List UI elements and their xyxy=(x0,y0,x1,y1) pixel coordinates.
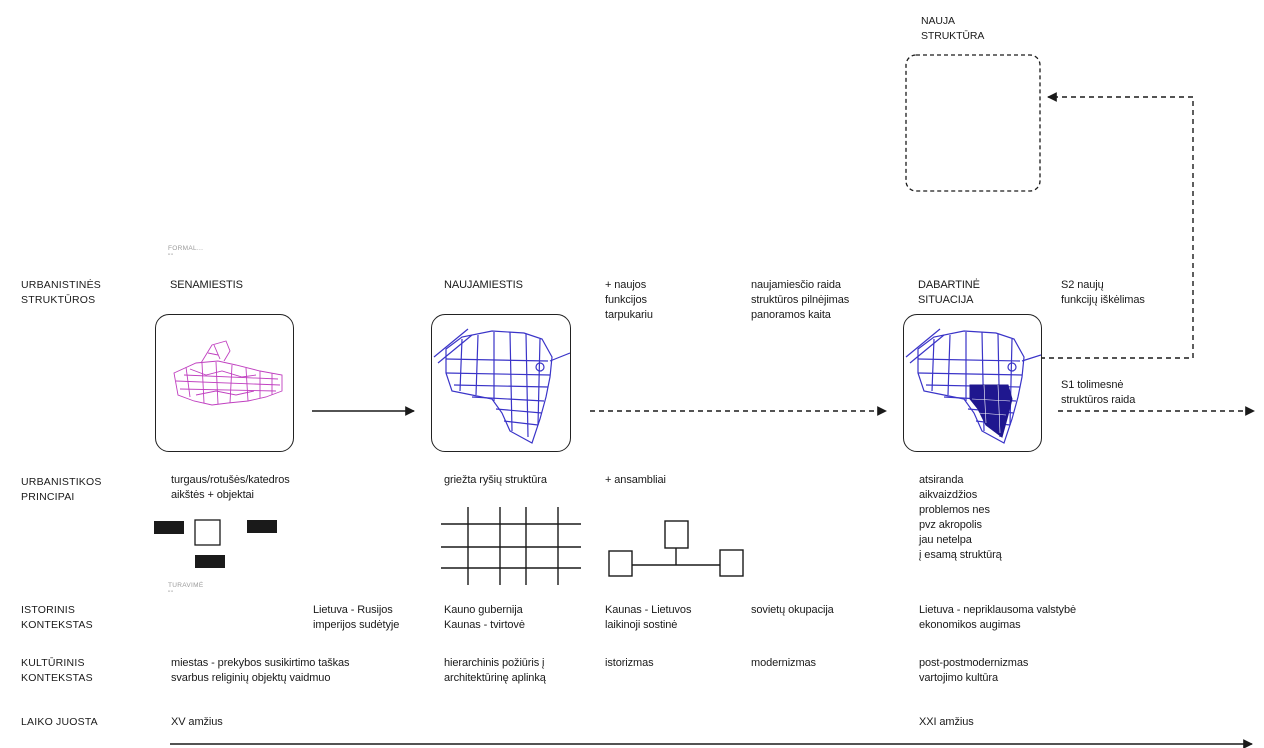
label-s1: S1 tolimesnė struktūros raida xyxy=(1061,379,1136,406)
old-town-map xyxy=(173,340,283,406)
principle-ensembles: + ansambliai xyxy=(605,474,666,486)
culture-historicism: istorizmas xyxy=(605,657,654,669)
ensemble-pictogram xyxy=(608,520,744,577)
row-label-urban-structures: URBANISTINĖS STRUKTŪROS xyxy=(21,279,101,306)
current-situation-map-box xyxy=(903,314,1042,452)
label-new-town: NAUJAMIESTIS xyxy=(444,279,523,291)
small-note-bottom: TURAVIMĖ "" xyxy=(168,582,204,597)
current-situation-map xyxy=(905,328,1041,444)
old-town-map-box xyxy=(155,314,294,452)
row-label-timeline: LAIKO JUOSTA xyxy=(21,716,98,728)
label-s2: S2 naujų funkcijų iškėlimas xyxy=(1061,279,1145,306)
arrow-s2 xyxy=(1040,92,1194,359)
row-label-historical-context: ISTORINIS KONTEKSTAS xyxy=(21,604,93,631)
label-interwar: + naujos funkcijos tarpukariu xyxy=(605,279,653,321)
timeline-end: XXI amžius xyxy=(919,716,974,728)
label-new-town-development: naujamiesčio raida struktūros pilnėjimas… xyxy=(751,279,850,321)
label-current-situation: DABARTINĖ SITUACIJA xyxy=(918,279,980,306)
grid-pictogram xyxy=(441,507,581,585)
history-kaunas-governorate: Kauno gubernija Kaunas - tvirtovė xyxy=(444,604,525,631)
old-town-principle-pictogram xyxy=(154,519,277,568)
row-label-urban-principles: URBANISTIKOS PRINCIPAI xyxy=(21,476,102,503)
new-structure-box xyxy=(905,54,1041,192)
history-soviet: sovietų okupacija xyxy=(751,604,834,616)
timeline-start: XV amžius xyxy=(171,716,223,728)
culture-trade: miestas - prekybos susikirtimo taškas sv… xyxy=(171,657,350,684)
highlighted-district xyxy=(969,384,1013,438)
culture-hierarchy: hierarchinis požiūris į architektūrinę a… xyxy=(444,657,546,684)
principle-old-town: turgaus/rotušės/katedros aikštės + objek… xyxy=(171,474,290,501)
principle-new-town: griežta ryšių struktūra xyxy=(444,474,547,486)
new-town-map-box xyxy=(431,314,571,452)
history-temporary-capital: Kaunas - Lietuvos laikinoji sostinė xyxy=(605,604,692,631)
principle-current: atsiranda aikvaizdžios problemos nes pvz… xyxy=(919,474,1002,561)
small-note-top: FORMAL... "" xyxy=(168,245,204,260)
label-old-town: SENAMIESTIS xyxy=(170,279,243,291)
new-structure-title: NAUJA STRUKTŪRA xyxy=(921,15,985,42)
history-russia: Lietuva - Rusijos imperijos sudėtyje xyxy=(313,604,400,631)
history-independent: Lietuva - nepriklausoma valstybė ekonomi… xyxy=(919,604,1076,631)
culture-postmodernism: post-postmodernizmas vartojimo kultūra xyxy=(919,657,1029,684)
culture-modernism: modernizmas xyxy=(751,657,816,669)
new-town-map xyxy=(433,328,570,444)
row-label-cultural-context: KULTŪRINIS KONTEKSTAS xyxy=(21,657,93,684)
